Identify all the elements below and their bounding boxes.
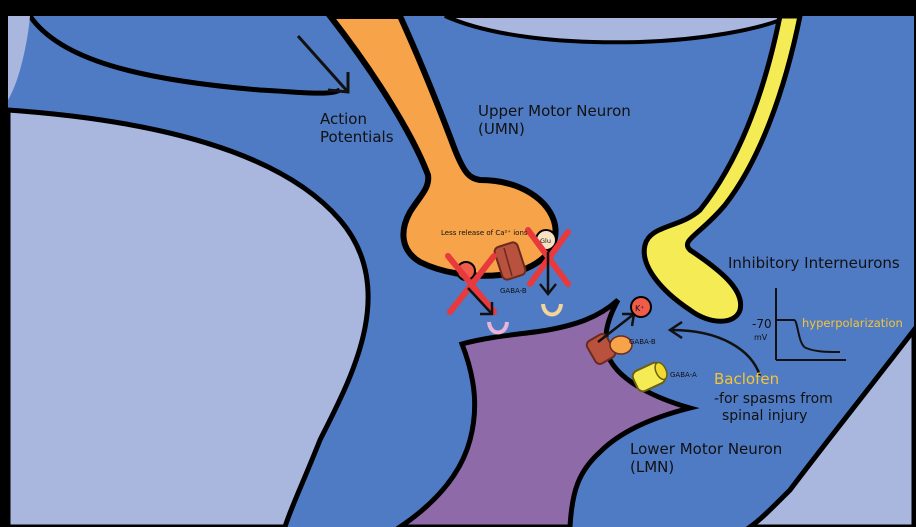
action-potentials-label-line1: Action bbox=[320, 110, 367, 128]
potassium-ion-label: K⁺ bbox=[635, 304, 644, 313]
membrane-potential-unit: mV bbox=[754, 333, 768, 342]
lmn-label-line2: (LMN) bbox=[630, 458, 674, 476]
umn-label-line1: Upper Motor Neuron bbox=[478, 102, 631, 120]
hyperpolarization-label: hyperpolarization bbox=[802, 316, 903, 330]
membrane-potential-value: -70 bbox=[752, 317, 772, 331]
umn-label-line2: (UMN) bbox=[478, 120, 525, 138]
baclofen-use-line1: -for spasms from bbox=[714, 391, 833, 407]
gaba-b-left-label: GABA-B bbox=[500, 287, 527, 295]
less-release-label: Less release of Ca²⁺ ions bbox=[441, 229, 528, 237]
baclofen-use-line2: spinal injury bbox=[722, 408, 807, 424]
baclofen-label: Baclofen bbox=[714, 370, 779, 388]
action-potentials-label-line2: Potentials bbox=[320, 128, 394, 146]
inhibitory-interneurons-label: Inhibitory Interneurons bbox=[728, 254, 900, 272]
glutamate-label: Glu bbox=[540, 237, 551, 245]
lmn-label-line1: Lower Motor Neuron bbox=[630, 440, 782, 458]
gaba-b-right-label: GABA-B bbox=[629, 338, 656, 346]
gaba-a-label: GABA-A bbox=[670, 371, 697, 379]
